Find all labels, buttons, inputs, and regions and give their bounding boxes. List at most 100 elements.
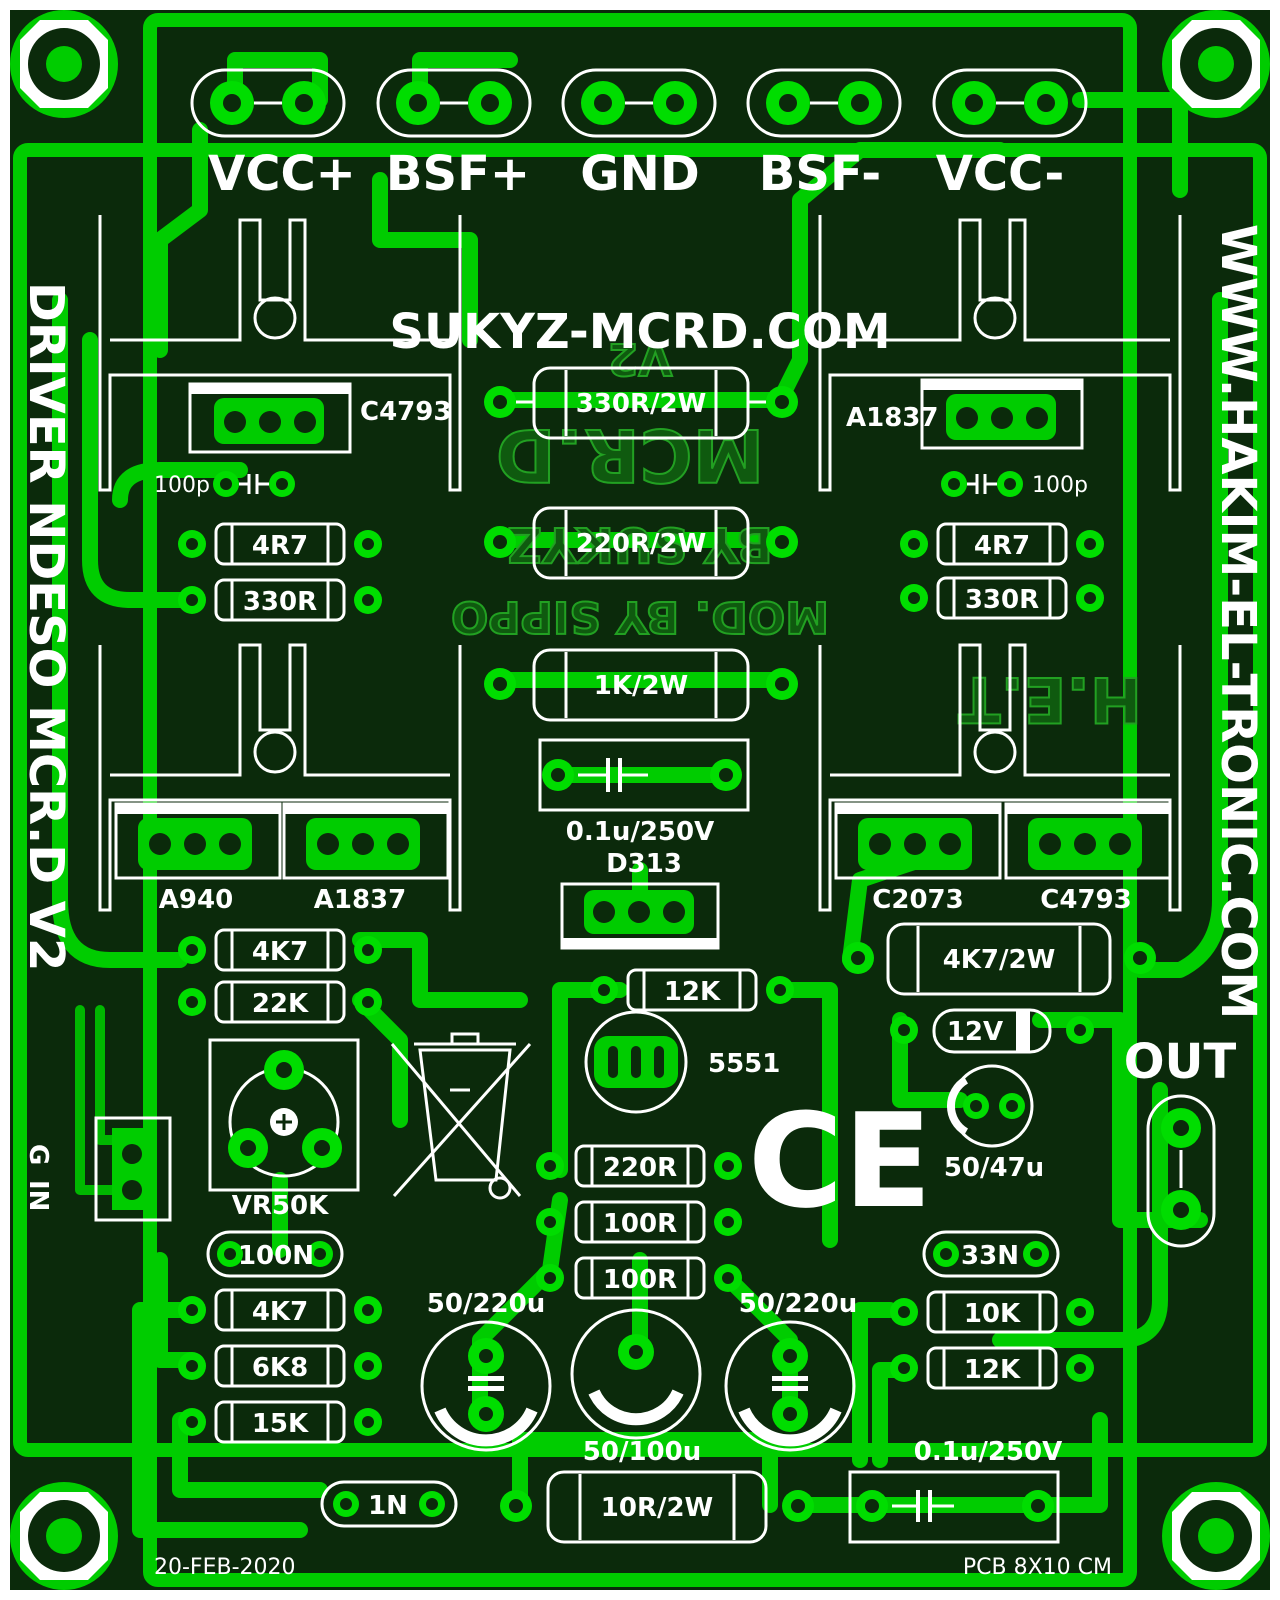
capacitor-50-220u-right: 50/220u (724, 1289, 857, 1452)
label-10r-2w: 10R/2W (601, 1493, 713, 1523)
label-50-220u-right: 50/220u (739, 1289, 857, 1319)
connector-bsf-minus: BSF- (746, 68, 902, 202)
label-220r-2w: 220R/2W (576, 529, 707, 559)
resistor-4r7-left: 4R7 (178, 522, 382, 566)
resistor-330r-right: 330R (900, 576, 1104, 620)
connector-bsf-plus: BSF+ (376, 68, 532, 202)
label-pcb-size: PCB 8X10 CM (963, 1555, 1112, 1580)
resistor-4k7-upper-left: 4K7 (178, 928, 382, 972)
title-right-vertical: WWW.HAKIM-EL-TRONIC.COM (1210, 224, 1266, 1019)
label-in: IN (23, 1180, 53, 1211)
label-date: 20-FEB-2020 (154, 1555, 296, 1580)
label-g: G (23, 1144, 53, 1165)
label-0-1u-250v-center: 0.1u/250V (566, 817, 714, 847)
transistor-top-right: A1837 (846, 378, 1084, 450)
label-22k: 22K (252, 989, 309, 1019)
label-100p-left: 100p (154, 473, 210, 498)
zener-12v: 12V (890, 1008, 1094, 1054)
transistor-top-left: C4793 (188, 382, 451, 454)
transistor-c4793-mid: C4793 (1004, 802, 1172, 915)
trimmer-vr50k: VR50K (208, 1038, 360, 1221)
resistor-330r-2w: 330R/2W (484, 366, 798, 440)
label-50-47u: 50/47u (944, 1153, 1044, 1183)
connector-vcc-minus: VCC- (932, 68, 1088, 202)
label-4k7-lower-left: 4K7 (252, 1297, 308, 1327)
capacitor-33n: 33N (922, 1230, 1060, 1278)
mounting-hole-br (1162, 1482, 1270, 1590)
power-connectors: VCC+ BSF+ GND BSF- VCC- (190, 68, 1088, 202)
resistor-12k-right: 12K (890, 1346, 1094, 1390)
ghost-mod-by-sippo: MOD. BY SIPPO (451, 591, 829, 642)
label-gnd: GND (580, 146, 699, 202)
label-15k: 15K (252, 1409, 309, 1439)
ce-mark-text: CE (748, 1085, 932, 1237)
mounting-hole-tl (10, 10, 118, 118)
transistor-a1837-mid: A1837 (282, 802, 450, 915)
label-c2073: C2073 (872, 885, 963, 915)
output-connector: OUT (1124, 1034, 1237, 1248)
transistor-d313: D313 (560, 849, 720, 950)
label-5551: 5551 (708, 1049, 780, 1079)
label-a1837-top: A1837 (846, 403, 939, 433)
title-left-vertical: DRIVER NDESO MCR.D V2 (18, 282, 74, 971)
label-bsf-plus: BSF+ (386, 146, 530, 202)
label-a940: A940 (159, 885, 233, 915)
label-100r-b: 100R (603, 1265, 677, 1295)
ghost-by-sukyz: BY SUKYZ (507, 516, 773, 572)
capacitor-film-center: 0.1u/250V (538, 738, 750, 847)
label-c4793-top: C4793 (360, 397, 451, 427)
capacitor-50-47u: 50/47u (944, 1064, 1044, 1183)
capacitor-100n: 100N (206, 1230, 344, 1278)
label-100r-a: 100R (603, 1209, 677, 1239)
label-1k-2w: 1K/2W (594, 671, 689, 701)
label-4r7-left: 4R7 (252, 531, 308, 561)
resistor-100r-a: 100R (536, 1200, 742, 1244)
heatsink-mid-left (98, 643, 462, 912)
resistor-330r-left: 330R (178, 578, 382, 622)
capacitor-100p-right: 100p (941, 471, 1088, 498)
label-vr50k: VR50K (232, 1191, 329, 1221)
label-1n: 1N (368, 1491, 408, 1521)
resistor-10r-2w: 10R/2W (500, 1470, 814, 1544)
resistor-100r-b: 100R (536, 1256, 742, 1300)
resistor-220r-2w: 220R/2W (484, 506, 798, 580)
label-vcc-minus: VCC- (936, 146, 1065, 202)
label-4k7-upper-left: 4K7 (252, 937, 308, 967)
label-4k7-2w: 4K7/2W (943, 945, 1056, 975)
resistor-220r: 220R (536, 1144, 742, 1188)
label-vcc-plus: VCC+ (208, 146, 356, 202)
label-100p-right: 100p (1032, 473, 1088, 498)
resistor-10k: 10K (890, 1290, 1094, 1334)
capacitor-1n: 1N (320, 1480, 458, 1528)
label-0-1u-250v-bottom: 0.1u/250V (914, 1437, 1062, 1467)
connector-vcc-plus: VCC+ (190, 68, 356, 202)
label-220r: 220R (603, 1153, 677, 1183)
capacitor-film-bottom: 0.1u/250V (848, 1437, 1062, 1544)
label-12k-right: 12K (964, 1355, 1021, 1385)
capacitor-50-100u: 50/100u (570, 1308, 702, 1467)
heatsink-mid-right (818, 643, 1182, 912)
resistor-22k: 22K (178, 980, 382, 1024)
resistor-4k7-lower-left: 4K7 (178, 1288, 382, 1332)
label-33n: 33N (961, 1241, 1019, 1271)
label-6k8: 6K8 (252, 1353, 308, 1383)
weee-bin-icon (390, 1032, 532, 1200)
label-330r-left: 330R (243, 587, 317, 617)
label-a1837-mid: A1837 (314, 885, 407, 915)
resistor-4r7-right: 4R7 (900, 522, 1104, 566)
heatsink-top-left (98, 215, 462, 492)
resistor-1k-2w: 1K/2W (484, 648, 798, 722)
label-12v: 12V (947, 1017, 1003, 1047)
ghost-het: H.E.T (958, 663, 1142, 736)
label-100n: 100N (238, 1241, 314, 1271)
resistor-12k-center: 12K (590, 968, 794, 1012)
website-top: SUKYZ-MCRD.COM (389, 304, 890, 360)
capacitor-50-220u-left: 50/220u (420, 1289, 552, 1452)
label-330r-2w: 330R/2W (576, 389, 707, 419)
mounting-hole-tr (1162, 10, 1270, 118)
label-c4793-mid: C4793 (1040, 885, 1131, 915)
ghost-mcrd: MCR.D (496, 413, 764, 497)
label-10k: 10K (964, 1299, 1021, 1329)
input-connector: G IN (23, 1116, 172, 1222)
